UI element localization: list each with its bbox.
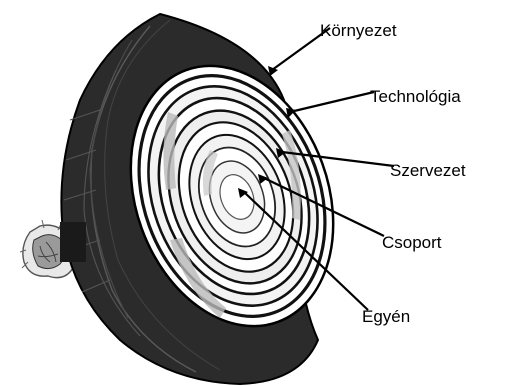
label-egyen: Egyén: [362, 307, 410, 326]
label-csoport: Csoport: [382, 233, 442, 252]
pointer-technologia: [290, 92, 374, 112]
label-kornyezet: Környezet: [320, 21, 397, 40]
label-technologia: Technológia: [370, 87, 461, 106]
label-szervezet: Szervezet: [390, 161, 466, 180]
labels: Környezet Technológia Szervezet Csoport …: [320, 21, 466, 326]
